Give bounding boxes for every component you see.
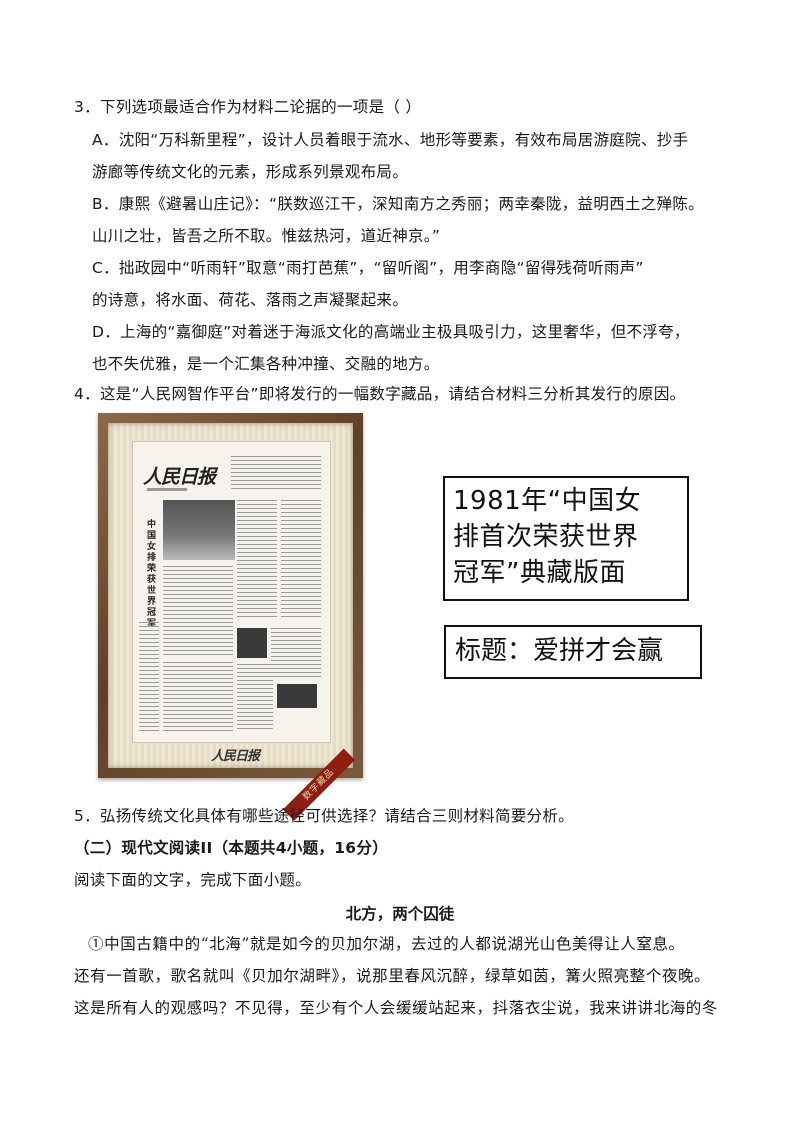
vertical-headline: 中国女排荣获世界冠军 — [147, 520, 157, 629]
q3-stem: 3．下列选项最适合作为材料二论据的一项是（ ） — [74, 98, 422, 116]
q3-option-c-line1: C．拙政园中“听雨轩”取意“雨打芭蕉”，“留听阁”，用李商隐“留得残荷听雨声” — [92, 259, 644, 277]
paragraph-line: ①中国古籍中的“北海”就是如今的贝加尔湖，去过的人都说湖光山色美得让人窒息。 — [88, 935, 685, 953]
text-column — [281, 500, 321, 620]
newspaper-masthead: 人民日报 — [143, 466, 216, 488]
masthead-subline — [147, 488, 187, 491]
title-box-text: 标题：爱拼才会赢 — [455, 636, 664, 666]
q3-option-b-line2: 山川之壮，皆吾之所不取。惟兹热河，道近神京。” — [92, 227, 441, 245]
q3-option-d-line1: D．上海的“嘉御庭”对着迷于海派文化的高端业主极具吸引力，这里奢华，但不浮夸， — [92, 323, 690, 341]
title-box: 标题：爱拼才会赢 — [444, 625, 702, 679]
team-photo — [163, 500, 235, 560]
paragraph-line: 还有一首歌，歌名就叫《贝加尔湖畔》，说那里春风沉醉，绿草如茵，篝火照亮整个夜晚。 — [74, 967, 711, 985]
q3-option-c-line2: 的诗意，将水面、荷花、落雨之声凝聚起来。 — [92, 291, 409, 309]
news-photo — [237, 628, 267, 658]
q3-option-b-line1: B．康熙《避暑山庄记》：“朕数巡江干，深知南方之秀丽；两幸秦陇，益明西土之殚陈。 — [92, 195, 704, 213]
caption-box: 1981年“中国女 排首次荣获世界 冠军”典藏版面 — [443, 476, 689, 601]
news-photo — [277, 684, 317, 708]
article-title: 北方，两个囚徒 — [345, 905, 455, 923]
q3-option-d-line2: 也不失优雅，是一个汇集各种冲撞、交融的地方。 — [92, 355, 440, 373]
text-column — [231, 456, 321, 492]
caption-line: 冠军”典藏版面 — [453, 558, 626, 588]
caption-line: 1981年“中国女 — [453, 486, 642, 516]
text-column — [237, 500, 277, 620]
section-instruction: 阅读下面的文字，完成下面小题。 — [74, 871, 312, 889]
framed-newspaper-image: 人民日报 中国女排荣获世界冠军 人民日报 数字藏品 — [98, 413, 363, 821]
newspaper-footer-logo: 人民日报 — [211, 749, 260, 764]
paragraph-line: 这是所有人的观感吗？不见得，至少有个人会缓缓站起来，抖落衣尘说，我来讲讲北海的冬 — [74, 999, 719, 1017]
text-column — [163, 566, 233, 656]
text-column — [237, 664, 273, 732]
section-heading: （二）现代文阅读II（本题共4小题，16分） — [74, 839, 388, 857]
frame-mat: 人民日报 中国女排荣获世界冠军 人民日报 数字藏品 — [108, 423, 355, 821]
text-column — [139, 622, 159, 732]
text-column — [163, 662, 233, 732]
q4-stem: 4．这是“人民网智作平台”即将发行的一幅数字藏品，请结合材料三分析其发行的原因。 — [74, 385, 686, 403]
newspaper-page: 人民日报 中国女排荣获世界冠军 — [132, 441, 331, 743]
q3-option-a-line2: 游廊等传统文化的元素，形成系列景观布局。 — [92, 163, 409, 181]
q3-option-a-line1: A．沈阳“万科新里程”，设计人员着眼于流水、地形等要素，有效布局居游庭院、抄手 — [92, 131, 689, 149]
text-column — [271, 628, 321, 678]
q5-stem: 5．弘扬传统文化具体有哪些途径可供选择？请结合三则材料简要分析。 — [74, 807, 574, 825]
caption-line: 排首次荣获世界 — [453, 522, 639, 552]
